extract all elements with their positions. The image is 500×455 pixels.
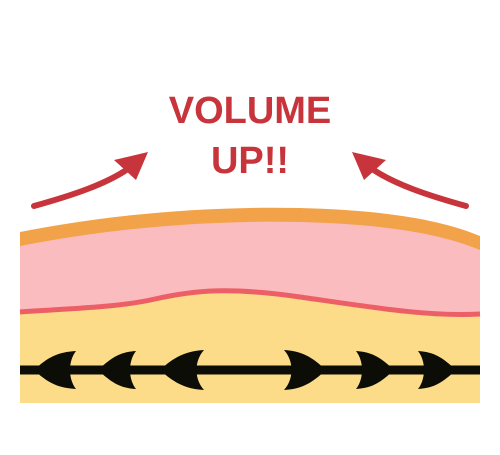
divider-line [19, 288, 481, 318]
top-orange-layer [20, 207, 480, 250]
fiber-marker-right-2 [356, 351, 394, 389]
headline-line-1: VOLUME [168, 90, 332, 132]
fiber-marker-left-1 [34, 351, 76, 389]
curved-up-arrow-icon-right [352, 152, 469, 209]
curved-up-arrow-icon-left [31, 152, 148, 209]
fiber-marker-right-1 [284, 350, 326, 390]
fiber-marker-right-3 [418, 351, 456, 389]
pink-layer [20, 219, 480, 313]
fiber-marker-left-2 [98, 351, 136, 389]
headline: VOLUME UP!! [150, 86, 350, 186]
headline-line-2: UP!! [210, 140, 290, 182]
fiber-marker-left-3 [160, 350, 204, 390]
